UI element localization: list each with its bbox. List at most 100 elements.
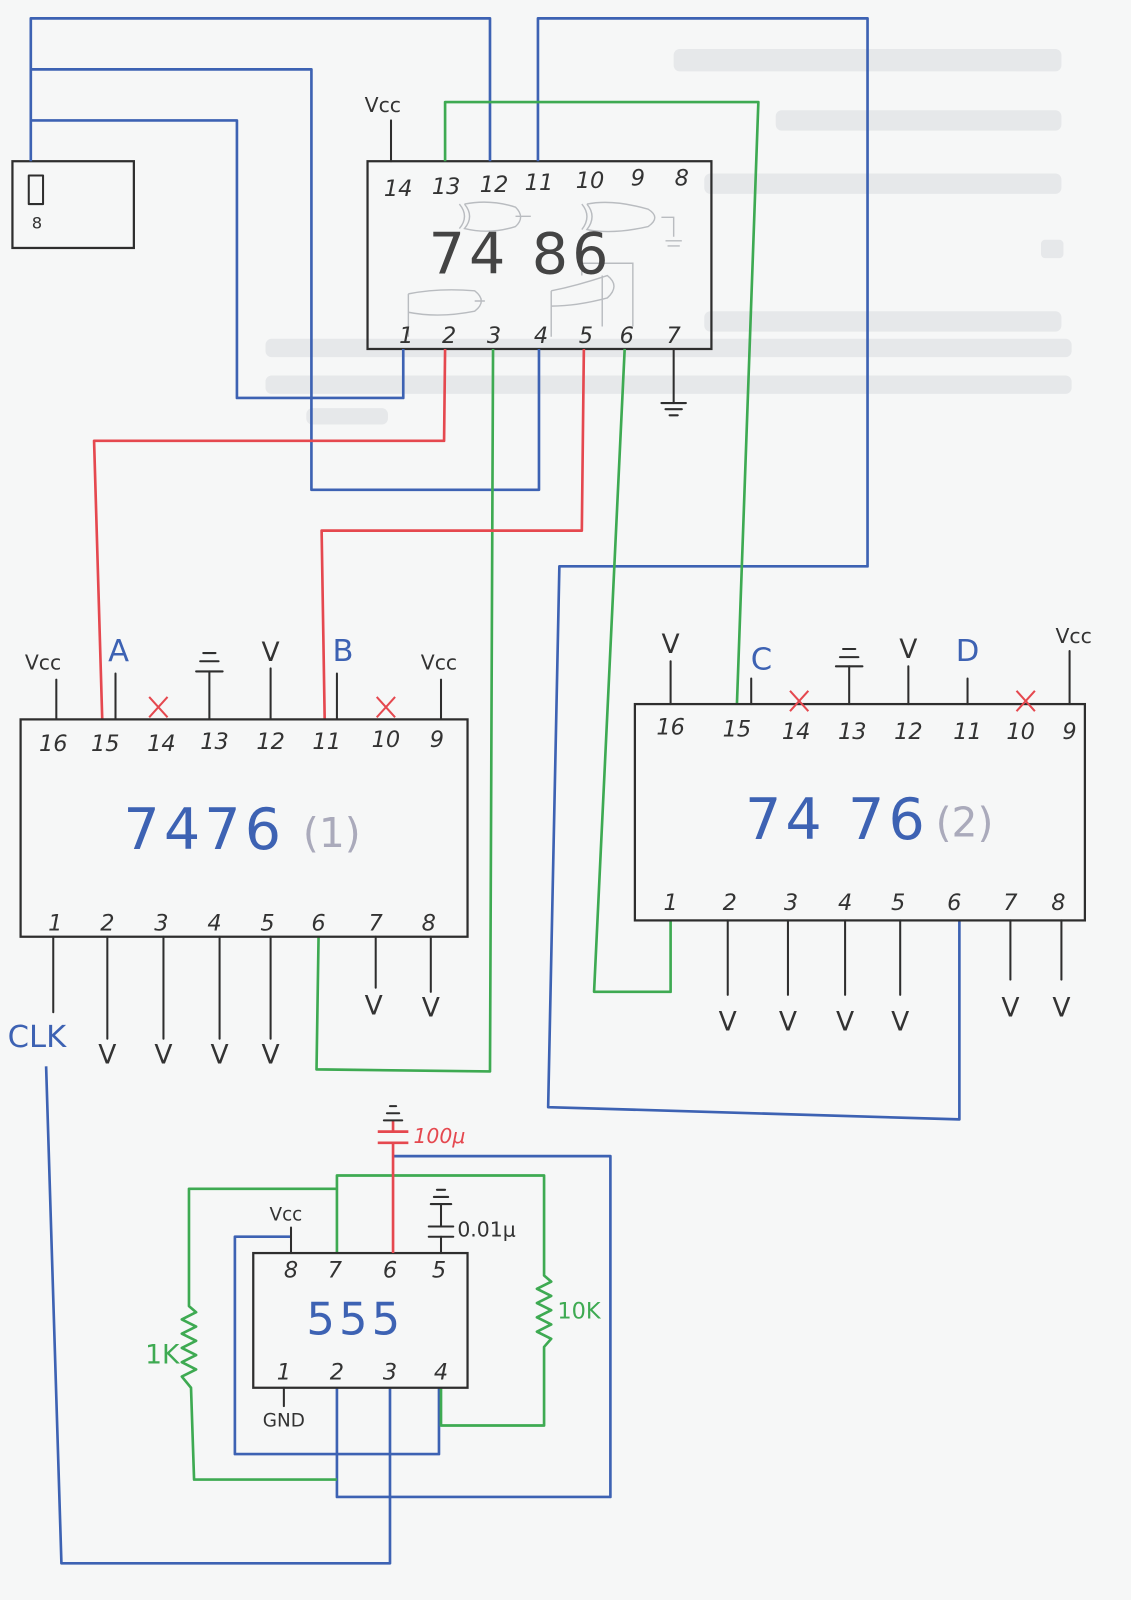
v-label: V (154, 1039, 172, 1070)
wire-7486-pin3-to-7476-1-pin6 (315, 348, 495, 1073)
pin-number: 6 (620, 323, 634, 349)
pin-number: 2 (100, 911, 114, 937)
pin-number: 3 (154, 911, 168, 937)
pin-number: 5 (260, 911, 274, 937)
v-label: V (365, 990, 383, 1021)
ic-7476-1: 7476 (1) 16 15 14 13 12 11 10 9 1 2 3 4 … (8, 634, 469, 1070)
pin-number: 5 (579, 323, 593, 349)
pin-number: 4 (434, 1360, 448, 1386)
ic-555: 555 8 7 6 5 1 2 3 4 Vcc GND 100μ (145, 1105, 612, 1499)
pin-number: 15 (723, 717, 752, 743)
pin-number: 3 (383, 1360, 397, 1386)
pin-number: 4 (838, 890, 852, 916)
capacitor-value-label: 0.01μ (457, 1218, 515, 1242)
xor-gate-sketch-icon (407, 201, 682, 337)
v-label: V (211, 1039, 229, 1070)
pin-number: 3 (784, 890, 798, 916)
pin-number: 12 (256, 729, 285, 755)
wire-555-1k-resistor (180, 1187, 337, 1481)
v-label: V (662, 629, 680, 660)
pin-number: 6 (947, 890, 961, 916)
no-connect-x-icon (375, 696, 396, 719)
wire-7486-pin5-to-7476-1-pin11 (320, 348, 586, 720)
signal-c-label: C (751, 642, 772, 677)
v-label: V (262, 1039, 280, 1070)
wire-7486-pin2-to-7476-1-pin15 (92, 348, 447, 720)
ic-7486: 74 86 14 13 12 11 10 9 8 1 2 3 4 5 6 7 V… (365, 93, 713, 417)
v-label: V (262, 637, 280, 668)
chip-label: 74 86 (429, 221, 613, 287)
wire-display-to-7486-pin12 (29, 17, 492, 162)
signal-d-label: D (956, 634, 980, 669)
wire-555-10k-resistor (335, 1174, 553, 1427)
vcc-label: Vcc (365, 93, 401, 117)
capacitor-value-label: 100μ (413, 1124, 465, 1148)
pin-number: 9 (1062, 719, 1076, 745)
pin-number: 1 (277, 1360, 291, 1386)
capacitor-icon (427, 1203, 455, 1255)
pin-number: 10 (1006, 719, 1035, 745)
vcc-label: Vcc (25, 650, 61, 674)
wire-7486-pin11-to-7476-2-pin6 (536, 17, 961, 1121)
wire-clk-to-555-pin3 (44, 1066, 392, 1565)
seven-segment-display: 8 (11, 160, 135, 250)
pin-number: 8 (675, 166, 689, 192)
pin-number: 7 (667, 323, 682, 349)
wire-display-to-7486-pin1 (30, 119, 405, 400)
chip-unit: (2) (936, 799, 994, 847)
v-label: V (836, 1007, 854, 1038)
pin-number: 10 (372, 727, 401, 753)
pin-number: 13 (200, 729, 229, 755)
pin-number: 16 (656, 715, 685, 741)
gnd-label: GND (263, 1411, 305, 1432)
pin-number: 14 (384, 176, 413, 202)
pin-number: 8 (1051, 890, 1065, 916)
ic-7476-2: 74 76 (2) 16 15 14 13 12 11 10 9 1 2 3 4… (633, 624, 1092, 1038)
pin-number: 14 (147, 731, 176, 757)
pin-number: 11 (312, 729, 341, 755)
pin-number: 4 (534, 323, 548, 349)
vcc-label: Vcc (270, 1204, 303, 1225)
v-label: V (422, 992, 440, 1023)
pin-number: 3 (487, 323, 501, 349)
pin-number: 12 (894, 719, 923, 745)
vcc-label: Vcc (1055, 624, 1091, 648)
pin-number: 7 (369, 911, 384, 937)
ground-icon (834, 647, 864, 706)
pin-number: 8 (284, 1258, 298, 1284)
chip-label: 555 (306, 1293, 404, 1346)
v-label: V (719, 1007, 737, 1038)
wire-7486-pin6-to-7476-2-pin1 (592, 348, 672, 994)
v-label: V (899, 634, 917, 665)
v-label: V (1052, 992, 1070, 1023)
pin-number: 4 (207, 911, 221, 937)
display-label: 8 (32, 214, 42, 233)
pin-number: 6 (383, 1258, 397, 1284)
pin-number: 2 (442, 323, 456, 349)
pin-number: 9 (430, 727, 444, 753)
pin-number: 9 (631, 166, 645, 192)
pin-number: 12 (480, 172, 509, 198)
wire-7486-pin13-to-7476-2-pin15 (443, 100, 760, 705)
wire-display-to-7486-pin4 (30, 68, 541, 492)
resistor-value-label: 10K (557, 1298, 602, 1324)
no-connect-x-icon (789, 690, 810, 712)
ground-icon (195, 652, 224, 721)
pin-number: 6 (311, 911, 325, 937)
signal-a-label: A (108, 634, 129, 669)
pin-number: 2 (330, 1360, 344, 1386)
pin-number: 13 (838, 719, 867, 745)
chip-label: 7476 (123, 797, 285, 863)
v-label: V (1001, 992, 1019, 1023)
segment-icon (27, 174, 45, 206)
chip-unit: (1) (303, 809, 361, 857)
pin-number: 1 (48, 911, 62, 937)
pin-number: 8 (422, 911, 436, 937)
ground-icon (382, 1105, 404, 1122)
pin-number: 1 (663, 890, 677, 916)
signal-b-label: B (333, 634, 354, 669)
pin-number: 15 (91, 731, 120, 757)
v-label: V (98, 1039, 116, 1070)
resistor-value-label: 1K (145, 1339, 180, 1370)
